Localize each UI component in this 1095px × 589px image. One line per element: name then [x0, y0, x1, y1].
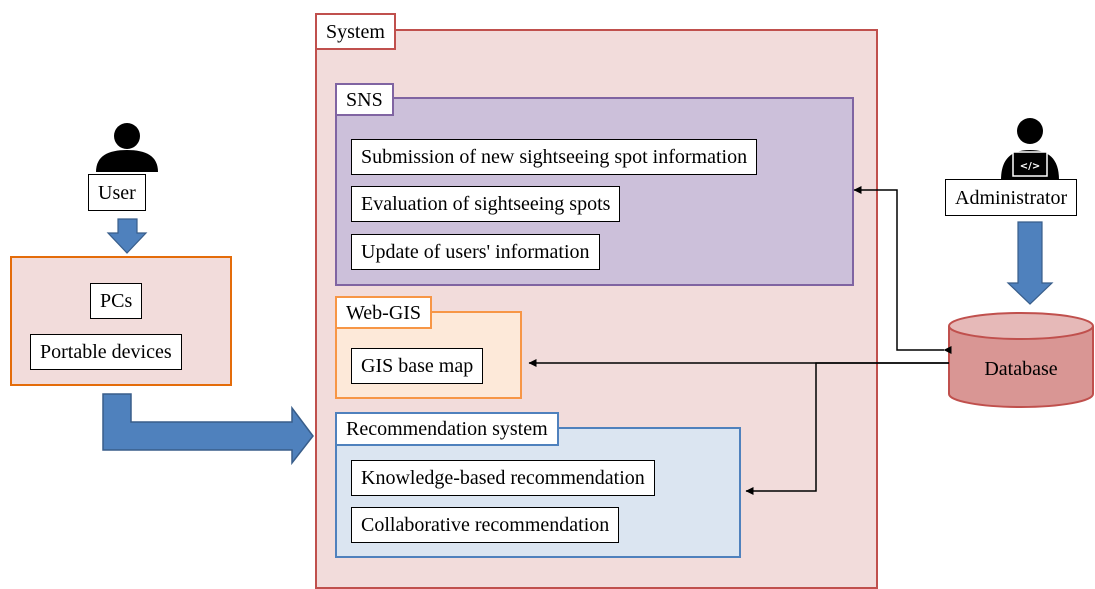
recommendation-item-knowledge: Knowledge-based recommendation	[351, 460, 655, 496]
database-sns-connector	[853, 186, 952, 354]
pcs-label: PCs	[90, 283, 143, 319]
webgis-title: Web-GIS	[335, 296, 433, 329]
recommendation-item-collaborative: Collaborative recommendation	[351, 507, 620, 543]
sns-item-evaluation: Evaluation of sightseeing spots	[351, 186, 621, 222]
svg-text:</>: </>	[1020, 161, 1040, 172]
database-recommendation-connector	[745, 362, 949, 495]
system-title: System	[315, 13, 396, 50]
sns-item-submission: Submission of new sightseeing spot infor…	[351, 139, 758, 175]
sns-item-update: Update of users' information	[351, 234, 600, 270]
database-cylinder-icon	[948, 312, 1094, 408]
database-label: Database	[984, 358, 1058, 380]
admin-to-database-arrow	[1006, 221, 1054, 305]
administrator-icon: </>	[1001, 118, 1059, 180]
user-person-icon	[96, 123, 158, 172]
administrator-label: Administrator	[945, 179, 1078, 216]
recommendation-title: Recommendation system	[335, 412, 559, 446]
user-label: User	[88, 174, 146, 211]
portable-devices-label: Portable devices	[30, 334, 182, 370]
sns-title: SNS	[335, 83, 394, 116]
devices-to-system-arrow	[102, 393, 314, 466]
user-to-devices-arrow	[106, 218, 148, 254]
webgis-item-base-map: GIS base map	[351, 348, 484, 384]
